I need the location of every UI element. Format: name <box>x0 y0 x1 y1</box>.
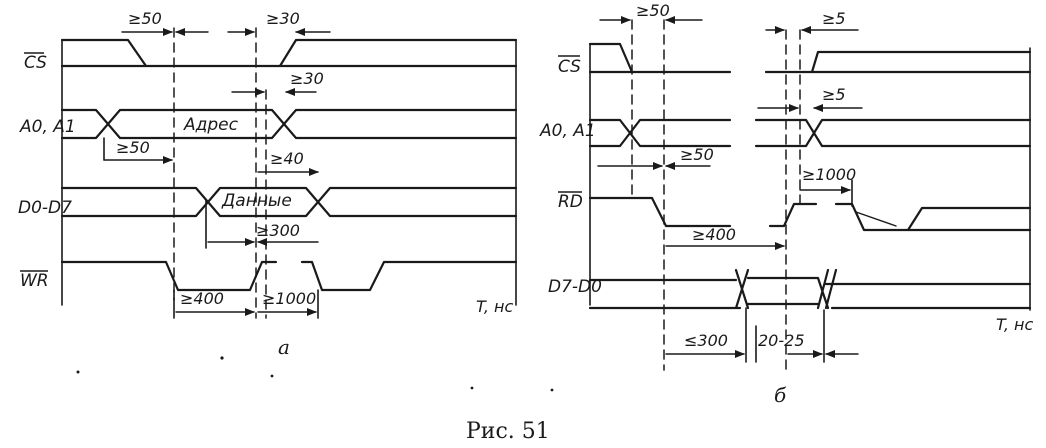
wave-a0a1-a <box>60 108 518 140</box>
timing-b-addr-hold: ≥5 <box>822 85 846 104</box>
signal-label-a0a1-b: A0, A1 <box>539 121 596 141</box>
signal-label-rd-b: RD <box>558 192 583 212</box>
timing-b-addr-setup: ≥50 <box>680 145 714 164</box>
timing-b-access: ≥400 <box>692 225 736 244</box>
timing-a-cs-setup: ≥50 <box>128 9 162 28</box>
wave-d7d0-b <box>588 268 1032 310</box>
timing-a-addr-setup: ≥50 <box>116 138 150 157</box>
scan-dot-1 <box>76 370 80 374</box>
signal-label-cs-a: CS <box>24 53 47 73</box>
panel-a: CS A0, A1 D0-D7 WR Адрес Данные ≥50 <box>18 9 518 359</box>
timing-b-data-valid: ≤300 <box>684 331 728 350</box>
signal-label-wr-a: WR <box>20 271 49 291</box>
rd-leader-line <box>855 211 897 227</box>
signal-label-a0a1-a: A0, A1 <box>19 117 76 137</box>
wave-cs-b <box>588 42 1032 74</box>
panel-label-b: б <box>774 383 787 407</box>
panel-label-a: а <box>278 335 290 359</box>
timing-b-rd-width: ≥1000 <box>802 165 856 184</box>
wave-a0a1-b <box>588 118 1032 148</box>
timing-a-wr-width: ≥400 <box>180 289 224 308</box>
time-axis-label-b: T, нс <box>996 315 1034 334</box>
signal-label-cs-b: CS <box>558 57 581 77</box>
scan-dot-4 <box>470 386 474 390</box>
timing-b-data-hold: 20-25 <box>758 331 805 350</box>
signal-label-d7d0-b: D7-D0 <box>548 277 602 297</box>
scan-dot-2 <box>220 356 224 360</box>
figure-caption: Рис. 51 <box>466 419 550 444</box>
scan-dot-3 <box>270 374 274 378</box>
timing-a-addr-hold: ≥30 <box>290 69 324 88</box>
wave-cs-a <box>60 38 518 68</box>
timing-b-cs-setup: ≥50 <box>636 1 670 20</box>
timing-a-data-hold: ≥40 <box>270 149 304 168</box>
panel-b: CS A0, A1 RD D7-D0 ≥50 ≥5 <box>539 1 1034 407</box>
wave-d0d7-a <box>60 186 518 218</box>
timing-a-data-setup: ≥300 <box>256 221 300 240</box>
wave-wr-a <box>60 260 518 292</box>
time-axis-label-a: T, нс <box>476 297 514 316</box>
scan-dot-5 <box>550 388 554 392</box>
wave-rd-b <box>588 196 1032 232</box>
bus-label-address: Адрес <box>183 115 239 135</box>
timing-b-cs-hold: ≥5 <box>822 9 846 28</box>
signal-label-d0d7-a: D0-D7 <box>18 198 72 218</box>
timing-a-wr-recovery: ≥1000 <box>262 289 316 308</box>
timing-a-cs-hold: ≥30 <box>266 9 300 28</box>
